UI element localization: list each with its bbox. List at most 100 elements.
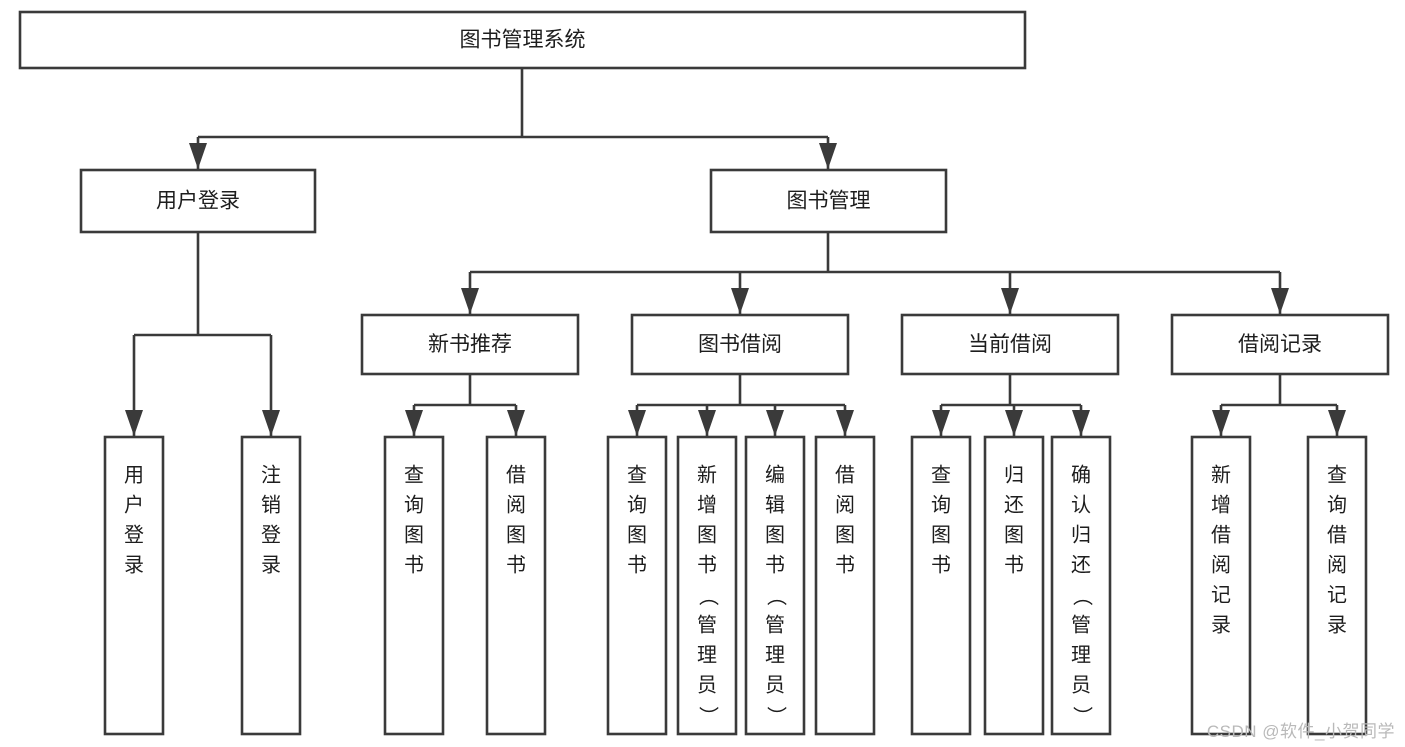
arrow-head-icon (836, 410, 854, 436)
node-label-char: 辑 (765, 493, 785, 516)
node-label-char: 新 (697, 463, 717, 486)
node-label: 图书管理系统 (460, 29, 586, 52)
node-label-char: 查 (1327, 463, 1347, 486)
node-label-char: 理 (765, 644, 785, 666)
node-box (240, 435, 302, 736)
arrow-head-icon (1001, 288, 1019, 314)
node-root[interactable]: 图书管理系统 (18, 10, 1027, 70)
arrow-head-icon (262, 410, 280, 436)
node-box (1170, 313, 1390, 376)
node-label-char: 用 (124, 464, 144, 486)
node-label-char: 认 (1071, 493, 1091, 516)
node-label-char: 员 (1071, 674, 1091, 696)
node-label-char: 管 (1071, 613, 1091, 636)
node-borrow-record[interactable]: 借阅记录 (1170, 313, 1390, 376)
nodes-layer: 图书管理系统用户登录图书管理新书推荐图书借阅当前借阅借阅记录用户登录注销登录查询… (18, 10, 1390, 736)
node-label-char: 录 (1327, 614, 1347, 636)
node-box (709, 168, 948, 234)
node-label-char: 归 (1004, 463, 1024, 486)
node-label-char: 图 (931, 524, 951, 546)
arrow-head-icon (507, 410, 525, 436)
node-leaf-user-login[interactable]: 用户登录 (103, 435, 165, 736)
arrow-head-icon (1072, 410, 1090, 436)
node-label-char: 借 (506, 463, 526, 486)
node-box (79, 168, 317, 234)
node-box (360, 313, 580, 376)
node-box (983, 435, 1045, 736)
node-label-char: 询 (1327, 493, 1347, 516)
node-label-char: 询 (404, 493, 424, 516)
node-box (1190, 435, 1252, 736)
node-label-char: 确 (1071, 463, 1091, 486)
node-label-char: ） (765, 706, 788, 726)
arrow-head-icon (1328, 410, 1346, 436)
node-label-char: 还 (1004, 493, 1024, 516)
node-label-char: 录 (124, 554, 144, 576)
node-label-char: 增 (697, 493, 717, 516)
node-box (910, 435, 972, 736)
node-box (744, 435, 806, 736)
node-book-borrow[interactable]: 图书借阅 (630, 313, 850, 376)
node-label-char: 图 (697, 524, 717, 546)
node-user-login[interactable]: 用户登录 (79, 168, 317, 234)
node-box (485, 435, 547, 736)
node-label-char: 询 (931, 493, 951, 516)
node-label-char: 书 (627, 553, 647, 576)
node-label-char: 阅 (506, 493, 526, 516)
node-label-char: 录 (261, 554, 281, 576)
node-label-char: 管 (697, 613, 717, 636)
node-label-char: 图 (404, 524, 424, 546)
node-label-char: 图 (627, 524, 647, 546)
node-current-borrow[interactable]: 当前借阅 (900, 313, 1120, 376)
arrow-head-icon (819, 143, 837, 169)
node-label-char: 理 (1071, 644, 1091, 666)
node-new-book-rec[interactable]: 新书推荐 (360, 313, 580, 376)
arrow-head-icon (1212, 410, 1230, 436)
node-book-manage[interactable]: 图书管理 (709, 168, 948, 234)
arrow-head-icon (461, 288, 479, 314)
arrow-head-icon (125, 410, 143, 436)
node-box (18, 10, 1027, 70)
node-label: 借阅记录 (1238, 333, 1322, 356)
arrow-head-icon (405, 410, 423, 436)
node-label-char: 记 (1211, 583, 1231, 606)
node-box (1050, 435, 1112, 736)
node-box (814, 435, 876, 736)
node-box (606, 435, 668, 736)
arrow-head-icon (766, 410, 784, 436)
node-label-char: ） (697, 706, 720, 726)
node-label-char: 书 (765, 553, 785, 576)
node-label-char: 增 (1211, 493, 1231, 516)
node-label-char: 书 (697, 553, 717, 576)
arrow-head-icon (731, 288, 749, 314)
node-label-char: 新 (1211, 463, 1231, 486)
node-label-char: （ (1071, 586, 1094, 606)
node-label-char: 书 (835, 553, 855, 576)
node-label-char: 管 (765, 613, 785, 636)
node-label: 图书管理 (787, 190, 871, 213)
node-label-char: ） (1071, 706, 1094, 726)
node-label-char: 编 (765, 463, 785, 486)
node-label-char: 书 (404, 553, 424, 576)
csdn-watermark: CSDN @软件_小贺同学 (1206, 722, 1395, 741)
node-label: 当前借阅 (968, 333, 1052, 356)
node-label-char: （ (765, 586, 788, 606)
node-label-char: 阅 (1327, 553, 1347, 576)
node-label-char: 图 (835, 524, 855, 546)
arrow-head-icon (932, 410, 950, 436)
node-label: 新书推荐 (428, 333, 512, 356)
node-label-char: 书 (931, 553, 951, 576)
